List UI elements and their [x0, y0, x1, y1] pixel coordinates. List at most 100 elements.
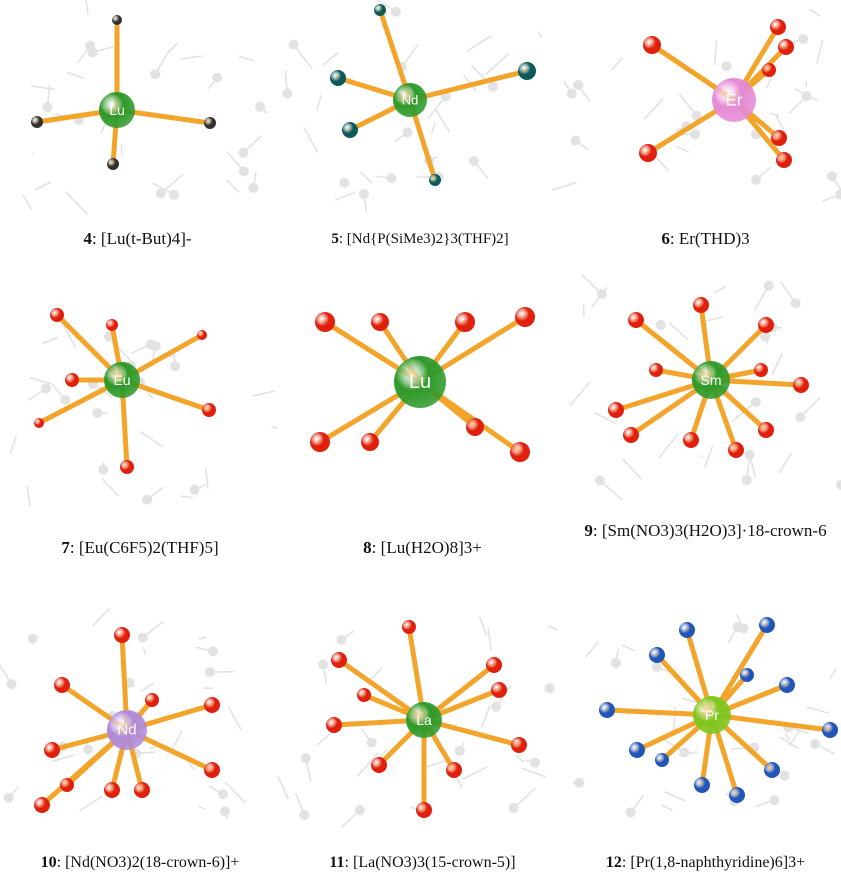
framework-bond [778, 452, 793, 474]
ligand-atom [694, 777, 710, 793]
caption-4: 4: [Lu(t-But)4]- [83, 229, 192, 248]
framework-bond [515, 755, 525, 763]
ligand-atom [31, 116, 43, 128]
ligand-atom [331, 652, 347, 668]
framework-atom [594, 475, 605, 486]
caption-5: 5: [Nd{P(SiMe3)2}3(THF)2] [331, 231, 509, 247]
framework-bond [208, 785, 224, 795]
framework-bond [315, 94, 323, 111]
structure-panel-11: La [277, 615, 560, 828]
framework-atom [454, 745, 465, 756]
framework-bond [485, 52, 510, 75]
metal-label: Er [726, 91, 743, 110]
framework-bond [815, 39, 824, 64]
framework-bond [120, 144, 123, 156]
framework-atom [763, 280, 774, 291]
framework-atom [655, 319, 666, 330]
framework-bond [427, 95, 447, 119]
ligand-atom [643, 36, 661, 54]
framework-atom [170, 361, 181, 372]
framework-atom [691, 110, 702, 121]
molecule-4: Lu [22, 0, 268, 216]
framework-bond [590, 286, 608, 309]
framework-bond [779, 736, 799, 750]
framework-bond [831, 175, 841, 192]
framework-bond [171, 730, 183, 750]
ligand-atom [416, 802, 432, 818]
compound-number: 5 [331, 231, 339, 247]
framework-bond [66, 71, 85, 80]
framework-bond [225, 179, 240, 193]
ligand-atom [361, 433, 379, 451]
molecule-10: Nd [0, 607, 247, 820]
framework-bond [674, 125, 687, 132]
ligand-atom [145, 693, 159, 707]
ligand-atom [54, 677, 70, 693]
framework-bond [713, 40, 718, 65]
framework-atom [358, 189, 369, 200]
framework-atom [741, 475, 752, 486]
caption-9: 9: [Sm(NO3)3(H2O)3]·18-crown-6 [584, 521, 827, 540]
structure-panel-7: Eu [5, 300, 278, 507]
framework-bond [27, 387, 47, 402]
framework-atom [610, 657, 621, 668]
framework-bond [615, 648, 619, 663]
ligand-atom [822, 722, 838, 738]
framework-bond [678, 93, 698, 117]
framework-bond [322, 664, 328, 685]
background-framework [22, 0, 268, 216]
ligand-atom [455, 312, 475, 332]
ligand-atom [34, 797, 50, 813]
framework-bond [26, 486, 31, 507]
framework-bond [9, 436, 17, 454]
structure-panel-12: Pr [570, 613, 841, 820]
framework-atom [487, 81, 498, 92]
compound-formula: [Nd{P(SiMe3)2}3(THF)2] [346, 231, 509, 247]
framework-atom [468, 156, 479, 167]
compound-number: 7 [61, 538, 70, 557]
framework-atom [155, 188, 166, 199]
framework-bond [204, 467, 209, 489]
framework-bond [140, 682, 154, 693]
framework-bond [224, 781, 247, 804]
ligand-atom [740, 668, 754, 682]
ligand-atom [315, 312, 335, 332]
framework-bond [51, 383, 66, 401]
compound-formula: [La(NO3)3(15-crown-5)] [352, 854, 516, 871]
bond [709, 712, 833, 733]
framework-bond [322, 52, 339, 66]
framework-atom [212, 72, 223, 83]
framework-bond [52, 754, 75, 763]
framework-bond [794, 88, 819, 102]
framework-atom [137, 632, 148, 643]
framework-atom [3, 792, 14, 803]
framework-bond [569, 381, 591, 407]
framework-bond [714, 285, 727, 294]
ligand-atom [342, 122, 358, 138]
framework-bond [748, 454, 756, 478]
framework-bond [787, 726, 810, 735]
framework-bond [478, 615, 488, 636]
structure-panel-8: Lu [285, 300, 560, 500]
framework-bond [430, 122, 436, 134]
framework-bond [806, 706, 829, 714]
framework-bond [341, 809, 361, 828]
ligand-atom [771, 130, 787, 146]
ligand-atom [120, 460, 134, 474]
framework-atom [721, 61, 732, 72]
framework-bond [401, 43, 419, 68]
framework-bond [242, 135, 263, 154]
framework-atom [354, 805, 365, 816]
framework-atom [625, 807, 636, 818]
metal-atom [99, 92, 135, 128]
framework-bond [7, 786, 20, 799]
framework-bond [180, 495, 194, 499]
framework-bond [809, 8, 821, 17]
ligand-atom [65, 373, 79, 387]
framework-bond [79, 795, 104, 812]
framework-bond [434, 108, 451, 133]
ligand-atom [628, 312, 644, 328]
framework-bond [224, 811, 229, 820]
ligand-atom [310, 432, 330, 452]
metal-label: Pr [705, 707, 719, 723]
